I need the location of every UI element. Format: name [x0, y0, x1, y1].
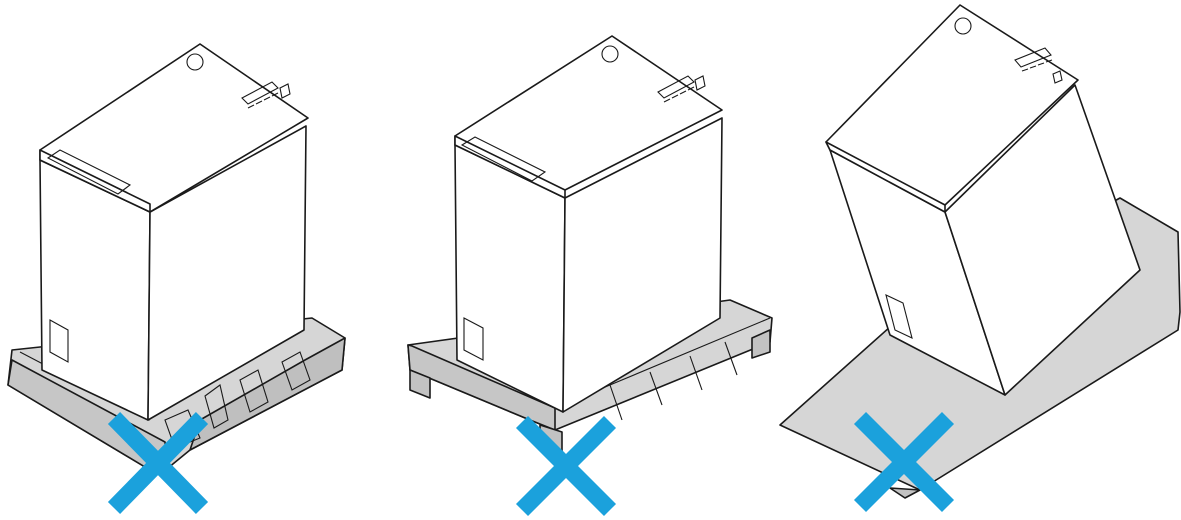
panel-pallet — [407, 35, 773, 517]
washing-machine-icon — [39, 43, 309, 421]
washing-machine-icon — [825, 4, 1141, 396]
prohibited-cross-icon — [515, 415, 617, 517]
prohibited-cross-icon — [853, 411, 955, 513]
washing-machine-icon — [454, 35, 723, 413]
panel-foam-base — [7, 43, 346, 514]
prohibited-cross-icon — [107, 412, 209, 514]
panel-ramp-incline — [779, 4, 1181, 513]
